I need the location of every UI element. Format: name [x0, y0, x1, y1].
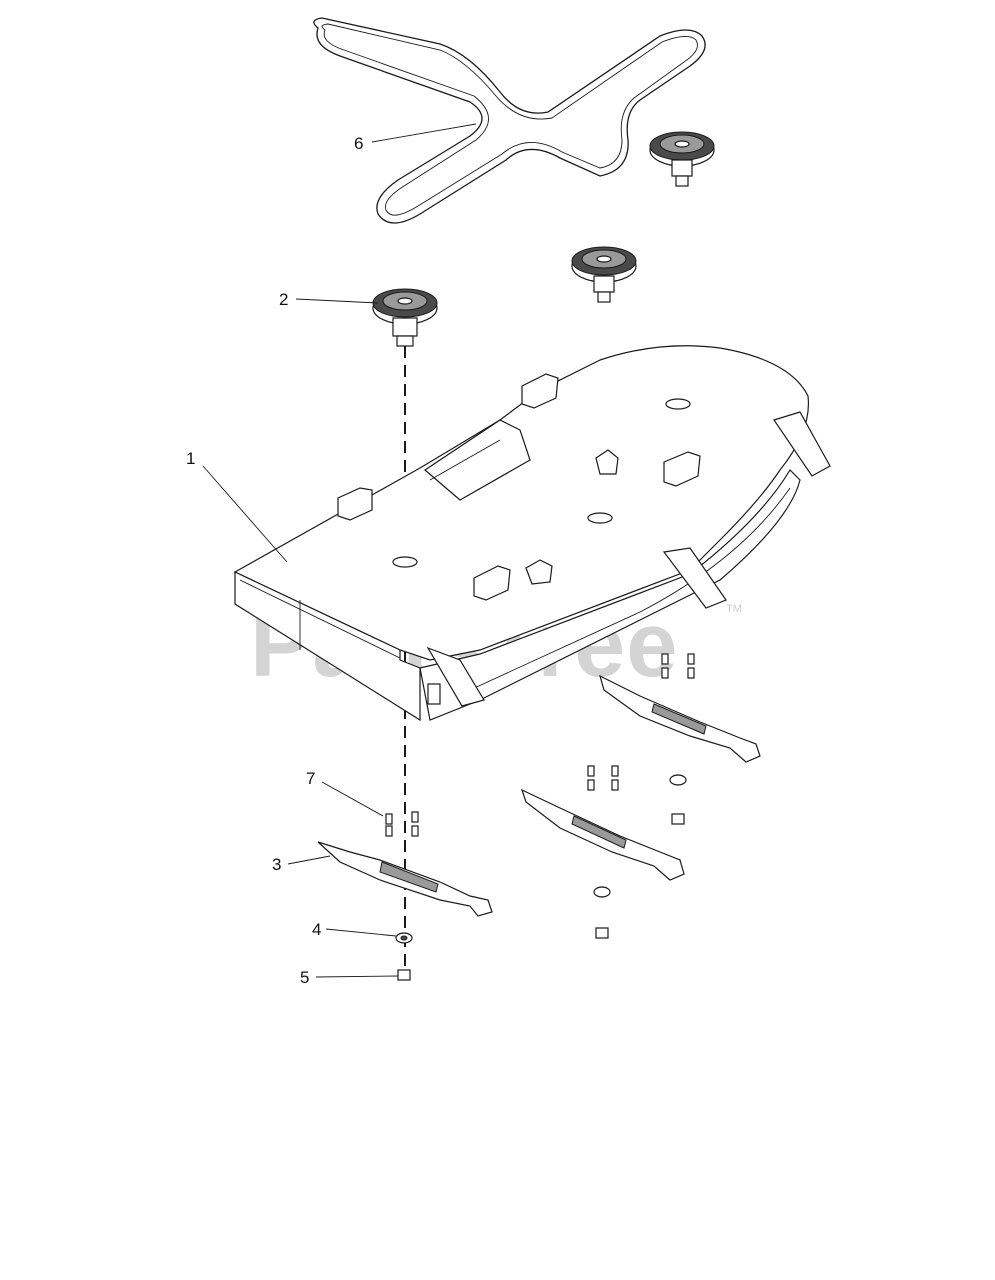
mower-deck	[233, 345, 831, 722]
pulley-middle	[571, 246, 637, 303]
washer-right-lower	[593, 886, 611, 898]
blade-left	[317, 841, 493, 917]
blade-right-upper	[599, 674, 761, 763]
nut-left	[397, 969, 411, 981]
callouts: 1 2 3 4 5 6 7	[186, 134, 363, 987]
callout-1: 1	[186, 449, 195, 468]
callout-3: 3	[272, 855, 281, 874]
washer-left-hole	[400, 935, 408, 941]
drive-belt	[313, 17, 706, 224]
callout-6: 6	[354, 134, 363, 153]
nut-right-upper	[671, 813, 685, 825]
washer-right-upper	[669, 774, 687, 786]
callout-2: 2	[279, 290, 288, 309]
blade-right-lower	[520, 788, 685, 881]
callout-4: 4	[312, 920, 321, 939]
callout-5: 5	[300, 968, 309, 987]
pulley-upper-right	[649, 131, 715, 187]
leader-lines	[202, 123, 477, 978]
watermark-trademark: TM	[726, 603, 742, 615]
nut-right-lower	[595, 927, 609, 939]
callout-7: 7	[306, 769, 315, 788]
blade-bolts-right	[587, 653, 695, 791]
blade-bolts-left	[385, 811, 419, 837]
spindle-pulley	[372, 288, 438, 347]
